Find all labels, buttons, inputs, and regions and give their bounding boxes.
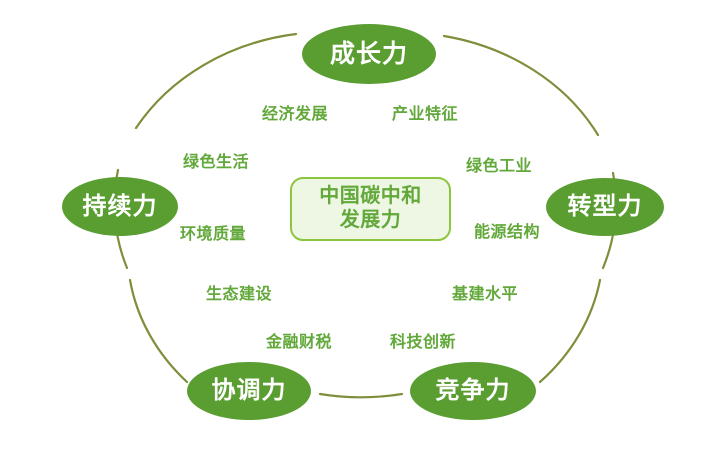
factor-green-living: 绿色生活 (183, 154, 250, 171)
center-concept-box: 中国碳中和 发展力 (290, 177, 451, 241)
arc-bottom-right (538, 278, 602, 384)
factor-environmental-quality: 环境质量 (180, 226, 247, 243)
factor-finance-and-taxation: 金融财税 (266, 334, 333, 351)
arc-bottom-center (318, 392, 404, 399)
node-coordination-power-label: 协调力 (211, 377, 287, 404)
node-competitiveness-power-label: 竞争力 (435, 377, 511, 404)
factor-ecological-construction: 生态建设 (206, 286, 273, 303)
arc-top-left (134, 32, 298, 130)
node-growth-power[interactable]: 成长力 (302, 24, 436, 84)
arc-bottom-left (128, 278, 189, 384)
center-concept-text: 中国碳中和 发展力 (319, 185, 422, 232)
node-sustainability-power-label: 持续力 (82, 192, 158, 220)
factor-infrastructure-level: 基建水平 (452, 286, 519, 303)
factor-energy-structure: 能源结构 (474, 224, 541, 241)
factor-green-industry: 绿色工业 (466, 158, 533, 175)
node-transformation-power-label: 转型力 (567, 193, 643, 220)
center-concept-line-1: 中国碳中和 (319, 185, 422, 208)
node-growth-power-label: 成长力 (329, 39, 408, 68)
factor-economic-development: 经济发展 (262, 106, 329, 123)
factor-science-tech-innovation: 科技创新 (390, 334, 457, 351)
node-transformation-power[interactable]: 转型力 (546, 178, 664, 236)
center-concept-line-2: 发展力 (339, 209, 402, 231)
arc-top-right (442, 34, 600, 137)
node-sustainability-power[interactable]: 持续力 (62, 177, 178, 236)
factor-industrial-characteristics: 产业特征 (392, 106, 459, 123)
node-coordination-power[interactable]: 协调力 (187, 362, 311, 420)
node-competitiveness-power[interactable]: 竞争力 (410, 362, 536, 420)
